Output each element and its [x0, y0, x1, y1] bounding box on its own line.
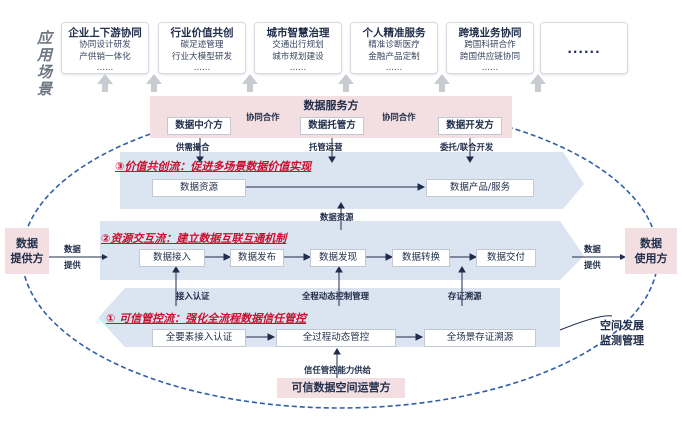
custody-ops-label: 托管运营: [309, 142, 343, 152]
up-arrow-icon: [146, 74, 162, 84]
scenario-line: 交通出行规划: [272, 40, 324, 50]
data-custodian-node: 数据托管方: [300, 117, 364, 135]
trust-step-dynamic-control: 全过程动态管控: [276, 329, 396, 347]
step-data-discover: 数据发现: [310, 249, 366, 267]
up-arrow-icon: [97, 74, 113, 84]
collab-label-left: 协同合作: [246, 112, 280, 122]
scenario-line: ......: [481, 63, 499, 73]
provider-tag-line: 数据: [64, 244, 81, 254]
scenario-line: ......: [289, 63, 307, 73]
provider-tag-line: 提供: [64, 260, 81, 270]
up-arrow-stem: [151, 82, 157, 92]
scenario-side-title: 应用场景: [35, 30, 53, 98]
scenario-title: 行业价值共创: [170, 27, 234, 39]
space-operator-box: 可信数据空间运营方: [277, 378, 405, 398]
scenario-line: 金融产品定制: [368, 51, 420, 62]
provider-line: 提供方: [10, 252, 44, 265]
supply-demand-label: 供需撮合: [176, 142, 210, 152]
trust-supply-label: 信任管控能力供给: [304, 365, 371, 375]
scenario-line: 精准诊断医疗: [368, 40, 420, 50]
scenario-line: 跨国供应链协同: [459, 51, 521, 62]
scenario-line: 协同设计研发: [79, 40, 131, 50]
step-data-publish: 数据发布: [230, 249, 284, 267]
step-data-deliver: 数据交付: [476, 249, 536, 267]
up-arrow-icon: [434, 74, 450, 84]
scenario-line: 产供销一体化: [79, 51, 131, 62]
value-flow-title: ③价值共创流：促进多场景数据价值实现: [115, 160, 312, 173]
scenario-card-more: ......: [540, 22, 628, 74]
trust-step-evidence-trace: 全场景存证溯源: [424, 329, 536, 347]
step-data-access: 数据接入: [139, 249, 205, 267]
scenario-line: ......: [96, 63, 114, 73]
scenario-title: 个人精准服务: [362, 27, 426, 39]
scenario-title: ......: [567, 42, 601, 56]
step-data-transform: 数据转换: [392, 249, 450, 267]
scenario-line: 行业大模型研发: [171, 51, 233, 62]
trust-step-access-auth: 全要素接入认证: [152, 329, 246, 347]
data-provider-box: 数据 提供方: [5, 228, 49, 274]
scenario-card-city: 城市智慧治理 交通出行规划 城市规划建设 ......: [254, 22, 342, 74]
scenario-card-supply-chain: 企业上下游协同 协同设计研发 产供销一体化 ......: [61, 22, 149, 74]
data-developer-node: 数据开发方: [438, 117, 502, 135]
up-arrow-stem: [535, 82, 541, 92]
evidence-trace-label: 存证溯源: [448, 291, 482, 301]
user-tag: 数据 提供: [584, 241, 601, 273]
provider-line: 数据: [16, 237, 38, 250]
value-flow-resource-node: 数据资源: [152, 179, 246, 197]
scenario-line: ......: [385, 63, 403, 73]
scenario-line: ......: [193, 63, 211, 73]
up-arrow-stem: [247, 82, 253, 92]
data-service-title: 数据服务方: [303, 99, 359, 112]
monitoring-line: 空间发展: [600, 319, 644, 332]
dynamic-control-label: 全程动态控制管理: [302, 291, 369, 301]
entrust-dev-label: 委托/联合开发: [440, 142, 494, 152]
scenario-card-industry: 行业价值共创 碳足迹管理 行业大模型研发 ......: [158, 22, 246, 74]
collab-label-right: 协同合作: [382, 112, 416, 122]
up-arrow-stem: [102, 82, 108, 92]
scenario-title: 跨境业务协同: [458, 27, 522, 39]
provider-tag: 数据 提供: [64, 241, 81, 273]
monitoring-line: 监测管理: [600, 334, 644, 347]
user-line: 数据: [640, 237, 662, 250]
scenario-title: 企业上下游协同: [68, 27, 142, 39]
data-intermediary-node: 数据中介方: [167, 117, 231, 135]
up-arrow-icon: [530, 74, 546, 84]
scenario-card-personal: 个人精准服务 精准诊断医疗 金融产品定制 ......: [350, 22, 438, 74]
scenario-line: 跨国科研合作: [464, 40, 516, 50]
trust-flow-title: ① 可信管控流：强化全流程数据信任管控: [106, 312, 307, 325]
scenario-line: 城市规划建设: [272, 51, 324, 62]
user-tag-line: 提供: [584, 260, 601, 270]
up-arrow-stem: [343, 82, 349, 92]
scenario-card-cross-border: 跨境业务协同 跨国科研合作 跨国供应链协同 ......: [446, 22, 534, 74]
user-tag-line: 数据: [584, 244, 601, 254]
up-arrow-icon: [338, 74, 354, 84]
up-arrow-icon: [242, 74, 258, 84]
data-resource-label: 数据资源: [320, 212, 354, 222]
scenario-line: 碳足迹管理: [180, 40, 224, 50]
up-arrow-stem: [439, 82, 445, 92]
user-line: 使用方: [634, 252, 668, 265]
monitoring-label: 空间发展 监测管理: [600, 318, 644, 348]
access-auth-label: 接入认证: [176, 291, 210, 301]
value-flow-product-node: 数据产品/服务: [426, 179, 534, 197]
data-user-box: 数据 使用方: [625, 228, 677, 274]
resource-flow-title: ②资源交互流：建立数据互联互通机制: [101, 232, 287, 245]
scenario-title: 城市智慧治理: [266, 27, 330, 39]
